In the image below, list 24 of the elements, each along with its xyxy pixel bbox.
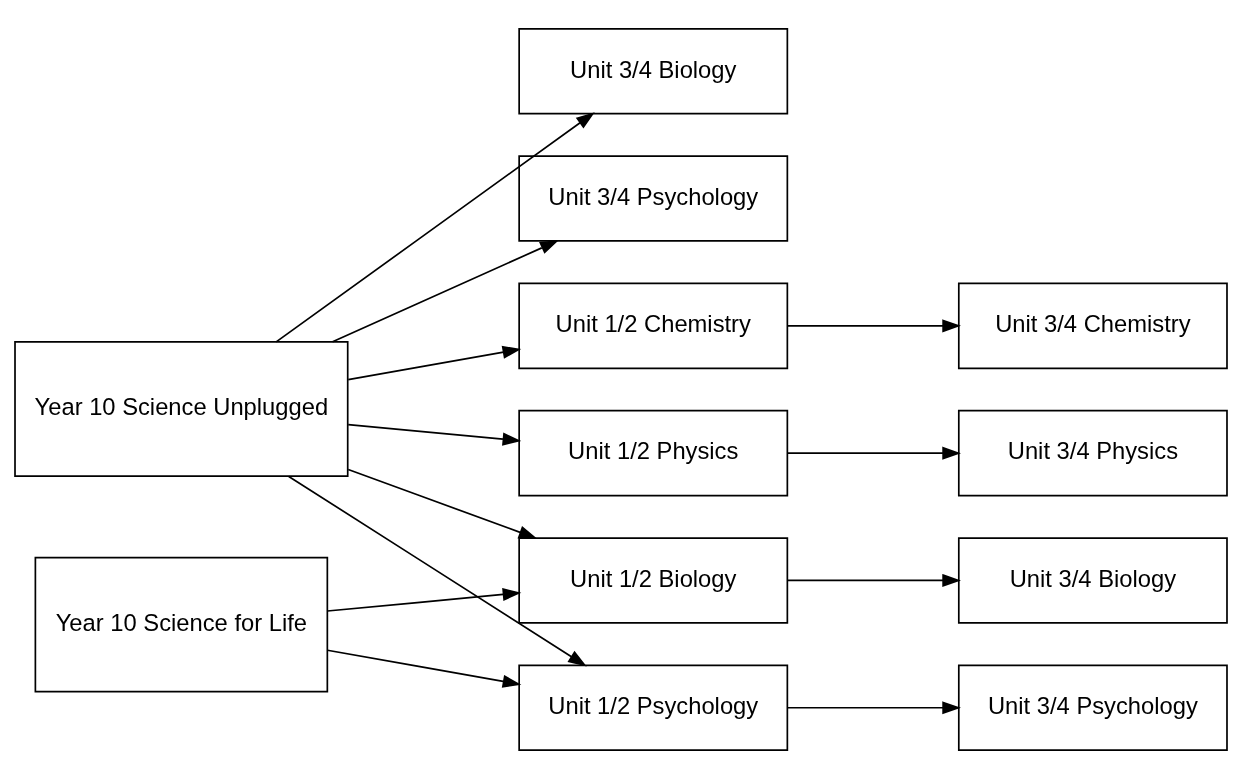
node-box: Unit 3/4 Biology	[518, 27, 789, 114]
arrow	[287, 475, 587, 666]
node-box: Year 10 Science for Life	[34, 556, 329, 692]
arrow	[347, 468, 538, 539]
node-box: Unit 1/2 Chemistry	[518, 282, 789, 369]
arrow	[331, 239, 559, 343]
arrow	[326, 648, 522, 688]
node-box: Unit 3/4 Biology	[957, 536, 1228, 624]
node-box: Unit 1/2 Biology	[518, 536, 789, 624]
arrow	[326, 587, 522, 612]
arrow	[786, 318, 961, 332]
node-box: Unit 3/4 Psychology	[518, 154, 789, 242]
arrow	[275, 111, 595, 343]
arrow	[347, 345, 522, 381]
node-box: Year 10 Science Unplugged	[14, 340, 349, 477]
node-box: Unit 3/4 Physics	[957, 409, 1228, 496]
node-box: Unit 3/4 Chemistry	[957, 282, 1228, 369]
node-box: Unit 1/2 Psychology	[518, 664, 789, 751]
arrow	[786, 573, 961, 587]
arrow	[347, 423, 522, 446]
node-box: Unit 3/4 Psychology	[957, 664, 1228, 751]
arrow	[786, 446, 961, 460]
arrow	[786, 700, 961, 714]
node-box: Unit 1/2 Physics	[518, 409, 789, 496]
